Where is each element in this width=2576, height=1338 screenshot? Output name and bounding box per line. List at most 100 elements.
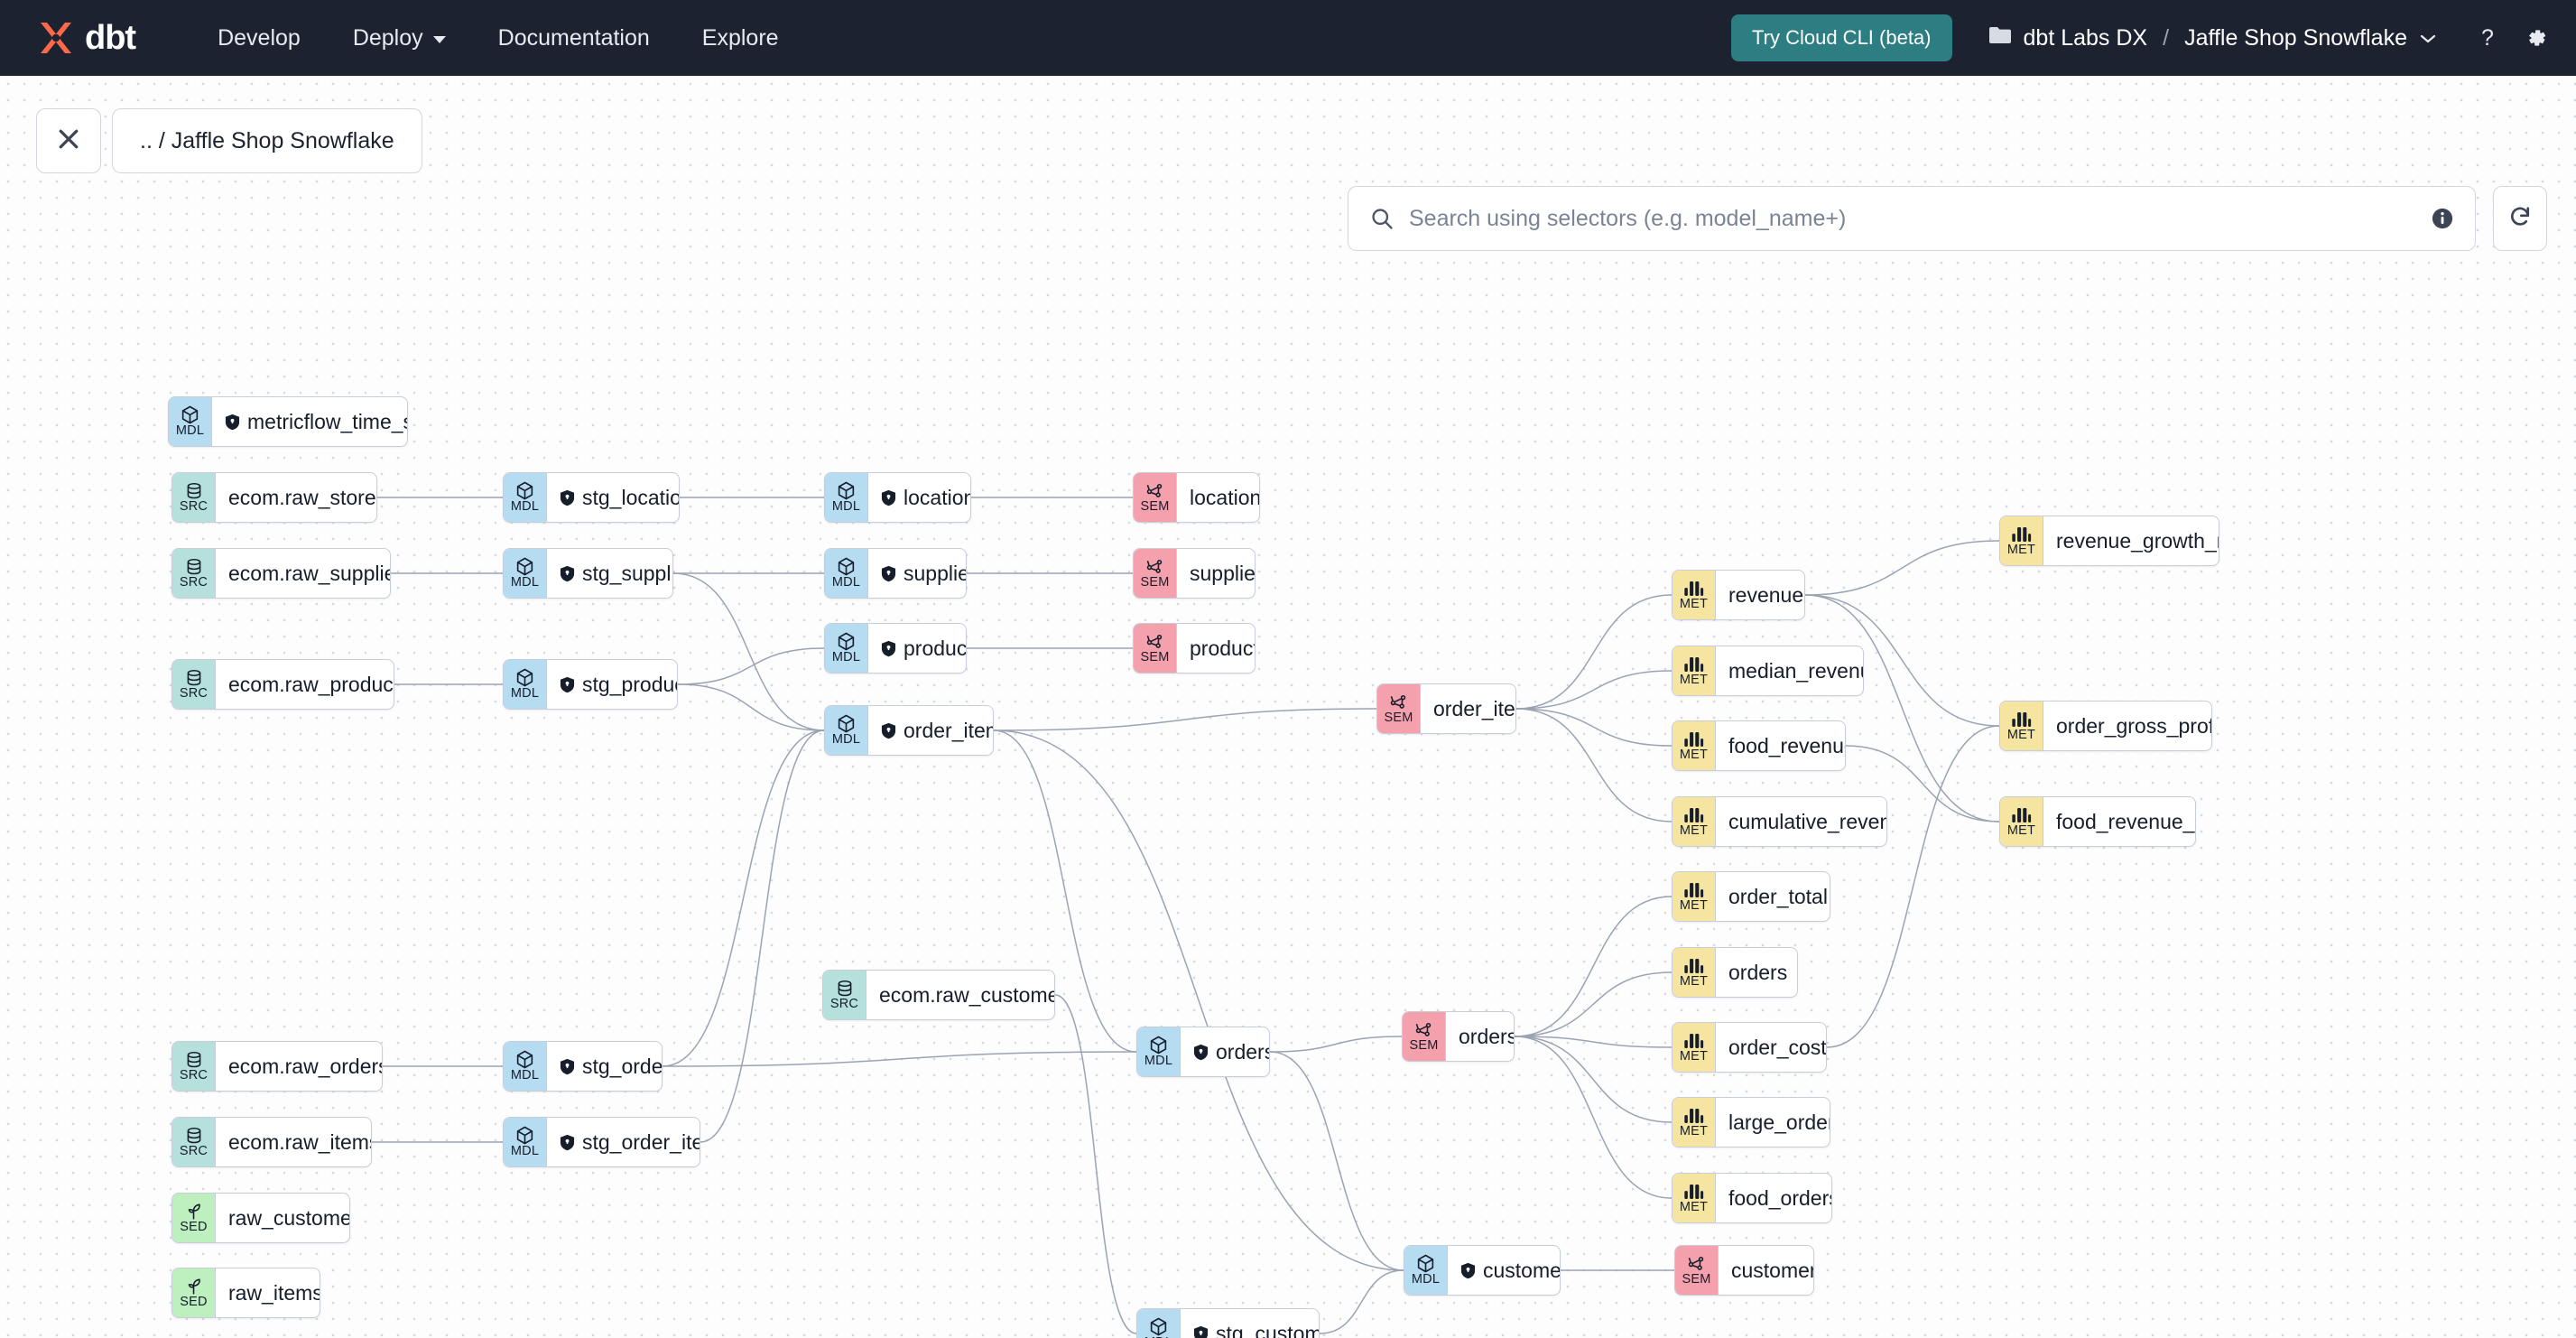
graph-node-sem_customers[interactable]: SEMcustomers bbox=[1674, 1245, 1814, 1296]
breadcrumb-project-button[interactable]: .. / Jaffle Shop Snowflake bbox=[112, 108, 422, 173]
node-label: ecom.raw_stores bbox=[228, 485, 377, 509]
nav-link-develop-label: Develop bbox=[218, 24, 301, 51]
graph-node-mdl_products[interactable]: MDLproducts bbox=[824, 623, 967, 674]
nav-link-develop[interactable]: Develop bbox=[191, 0, 327, 76]
graph-node-mdl_supplies[interactable]: MDLsupplies bbox=[824, 548, 967, 599]
info-icon[interactable] bbox=[2430, 206, 2455, 231]
node-label-wrap: orders bbox=[1181, 1027, 1269, 1076]
seedling-icon bbox=[184, 1202, 204, 1221]
node-type-code: MDL bbox=[175, 423, 205, 438]
gear-icon[interactable] bbox=[2524, 25, 2549, 51]
graph-node-sem_products[interactable]: SEMproducts bbox=[1133, 623, 1256, 674]
graph-node-met_orders[interactable]: MET orders bbox=[1672, 947, 1798, 998]
node-label-wrap: order_items bbox=[868, 706, 993, 755]
nav-icon-group: ? bbox=[2475, 25, 2549, 51]
breadcrumb-account[interactable]: dbt Labs DX bbox=[2023, 24, 2148, 51]
node-label: stg_locations bbox=[582, 485, 679, 509]
question-mark-icon[interactable]: ? bbox=[2475, 25, 2500, 51]
nav-link-explore[interactable]: Explore bbox=[676, 0, 805, 76]
cube-icon bbox=[1148, 1317, 1169, 1336]
node-type-code: SRC bbox=[179, 686, 208, 701]
node-type-badge-met: MET bbox=[1673, 1098, 1716, 1147]
search-bar[interactable] bbox=[1348, 186, 2476, 251]
cube-icon bbox=[836, 632, 857, 651]
node-type-badge-mdl: MDL bbox=[1137, 1309, 1181, 1338]
breadcrumb-project[interactable]: Jaffle Shop Snowflake bbox=[2184, 24, 2407, 51]
graph-node-sem_locations[interactable]: SEMlocations bbox=[1133, 472, 1260, 523]
node-type-code: SED bbox=[180, 1295, 208, 1309]
search-input[interactable] bbox=[1409, 205, 2430, 232]
node-label: orders bbox=[1728, 960, 1788, 984]
account-project-breadcrumb: dbt Labs DX / Jaffle Shop Snowflake bbox=[1988, 25, 2437, 51]
node-type-badge-src: SRC bbox=[172, 1118, 216, 1166]
node-type-code: MET bbox=[1679, 1124, 1709, 1138]
node-type-badge-met: MET bbox=[1673, 948, 1716, 997]
dbt-logo[interactable]: dbt bbox=[34, 16, 136, 60]
node-label: supplies bbox=[903, 561, 966, 585]
nav-link-deploy[interactable]: Deploy bbox=[327, 0, 472, 76]
node-label: ecom.raw_customers bbox=[879, 982, 1054, 1007]
try-cloud-cli-button[interactable]: Try Cloud CLI (beta) bbox=[1731, 14, 1952, 61]
node-type-code: MET bbox=[2006, 823, 2036, 838]
nav-link-documentation-label: Documentation bbox=[497, 24, 650, 51]
nav-link-documentation[interactable]: Documentation bbox=[472, 0, 676, 76]
node-label-wrap: stg_supplies bbox=[547, 549, 672, 598]
node-label-wrap: food_orders bbox=[1716, 1174, 1831, 1222]
bar-chart-icon bbox=[2011, 525, 2032, 544]
node-label-wrap: revenue_growth_mom bbox=[2043, 516, 2219, 565]
shield-icon bbox=[881, 722, 896, 739]
lineage-graph-canvas[interactable]: MDLmetricflow_time_spineSRCecom.raw_stor… bbox=[0, 76, 2576, 1338]
graph-node-mdl_customers[interactable]: MDLcustomers bbox=[1404, 1245, 1561, 1296]
shield-icon bbox=[881, 489, 896, 506]
cube-icon bbox=[514, 1050, 535, 1069]
node-type-code: MDL bbox=[510, 686, 540, 701]
node-label: raw_customers bbox=[228, 1205, 350, 1230]
node-label: stg_supplies bbox=[582, 561, 672, 585]
node-label-wrap: ecom.raw_supplies bbox=[216, 549, 390, 598]
node-label: median_revenue bbox=[1728, 658, 1863, 683]
node-label: ecom.raw_orders bbox=[228, 1054, 383, 1078]
close-button[interactable] bbox=[36, 108, 101, 173]
node-type-code: SEM bbox=[1140, 650, 1170, 664]
seedling-icon bbox=[184, 1277, 204, 1296]
refresh-button[interactable] bbox=[2493, 186, 2547, 251]
graph-node-sem_supplies[interactable]: SEMsupplies bbox=[1133, 548, 1256, 599]
project-chevron-down-icon[interactable] bbox=[2419, 25, 2437, 51]
top-navigation-bar: dbt Develop Deploy Documentation Explore… bbox=[0, 0, 2576, 76]
bar-chart-icon bbox=[1683, 579, 1704, 598]
node-label-wrap: ecom.raw_orders bbox=[216, 1042, 383, 1091]
node-type-code: MDL bbox=[1411, 1272, 1441, 1287]
graph-node-mdl_locations[interactable]: MDLlocations bbox=[824, 472, 971, 523]
node-label-wrap: metricflow_time_spine bbox=[212, 397, 407, 446]
graph-node-metricflow_time_spine[interactable]: MDL metricflow_time_spine bbox=[168, 396, 408, 447]
